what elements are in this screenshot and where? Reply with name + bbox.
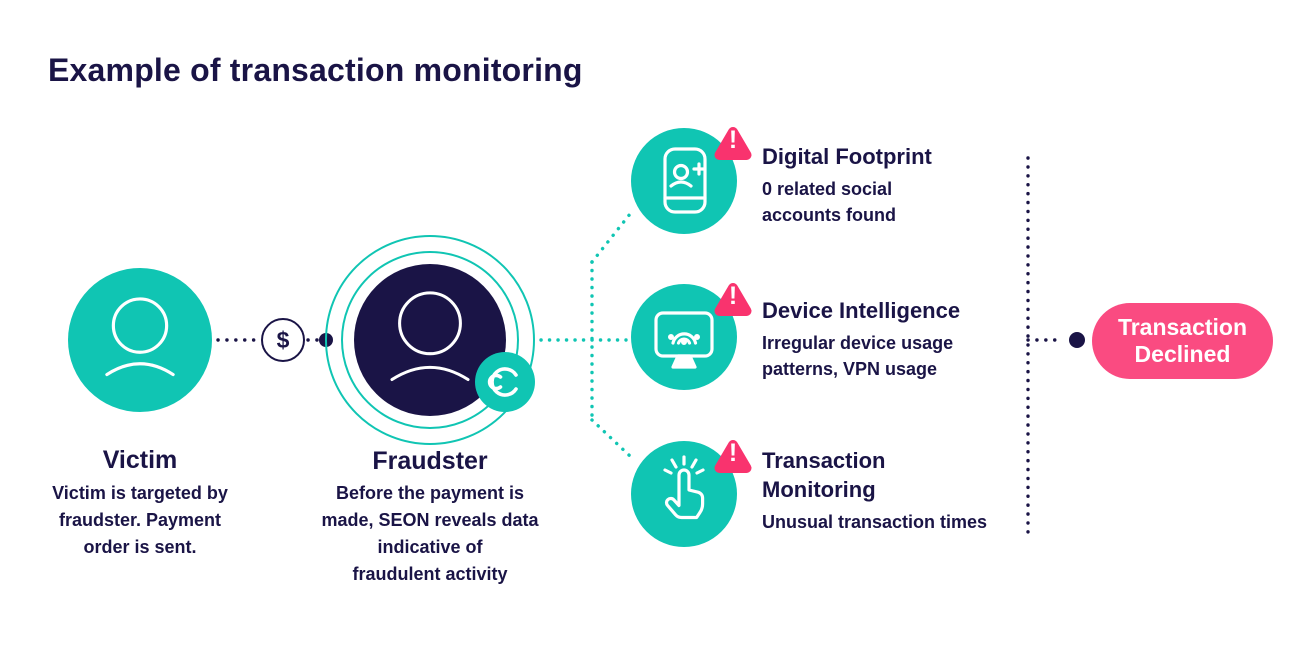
fraudster-inner-ring bbox=[341, 251, 519, 429]
fraudster-label: Fraudster bbox=[372, 447, 488, 475]
warning-badge: ! bbox=[706, 276, 760, 326]
victim-avatar-circle bbox=[68, 268, 212, 412]
fraudster-description: Before the payment is made, SEON reveals… bbox=[321, 483, 539, 584]
check-text-transaction-monitoring: Transaction Monitoring Unusual transacti… bbox=[762, 446, 1042, 535]
alert-exclamation: ! bbox=[728, 126, 738, 154]
transaction-declined-pill: Transaction Declined bbox=[1092, 303, 1273, 379]
warning-badge: ! bbox=[706, 120, 760, 170]
seon-logo-icon bbox=[487, 367, 518, 397]
alert-exclamation: ! bbox=[728, 439, 738, 467]
phone-add-contact-icon bbox=[663, 147, 707, 214]
user-icon bbox=[105, 297, 175, 377]
user-icon bbox=[390, 291, 470, 382]
victim-description: Victim is targeted by fraudster. Payment… bbox=[52, 483, 228, 557]
check-heading: Digital Footprint bbox=[762, 144, 932, 169]
check-heading: Device Intelligence bbox=[762, 298, 961, 323]
transaction-declined-label: Transaction Declined bbox=[1117, 314, 1248, 367]
warning-triangle-icon bbox=[714, 440, 752, 473]
check-text-device-intelligence: Device Intelligence Irregular device usa… bbox=[762, 296, 1042, 382]
check-detail: Irregular device usage patterns, VPN usa… bbox=[762, 333, 954, 379]
warning-triangle-icon bbox=[714, 283, 752, 316]
dollar-symbol: $ bbox=[276, 326, 290, 353]
seon-logo-badge bbox=[475, 352, 535, 412]
payment-dollar-badge: $ bbox=[261, 318, 305, 362]
check-circle-digital-footprint bbox=[631, 128, 737, 234]
check-detail: Unusual transaction times bbox=[762, 512, 988, 532]
monitor-fingerprint-icon bbox=[654, 311, 714, 369]
check-text-digital-footprint: Digital Footprint 0 related social accou… bbox=[762, 142, 1042, 228]
page-title: Example of transaction monitoring bbox=[48, 52, 583, 88]
warning-triangle-icon bbox=[714, 127, 752, 160]
warning-badge: ! bbox=[706, 433, 760, 483]
tap-click-icon bbox=[663, 455, 705, 520]
fraudster-outer-ring bbox=[325, 235, 535, 445]
alert-exclamation: ! bbox=[728, 282, 738, 310]
check-detail: 0 related social accounts found bbox=[762, 179, 896, 225]
check-heading: Transaction Monitoring bbox=[762, 448, 886, 502]
victim-label: Victim bbox=[102, 446, 178, 474]
